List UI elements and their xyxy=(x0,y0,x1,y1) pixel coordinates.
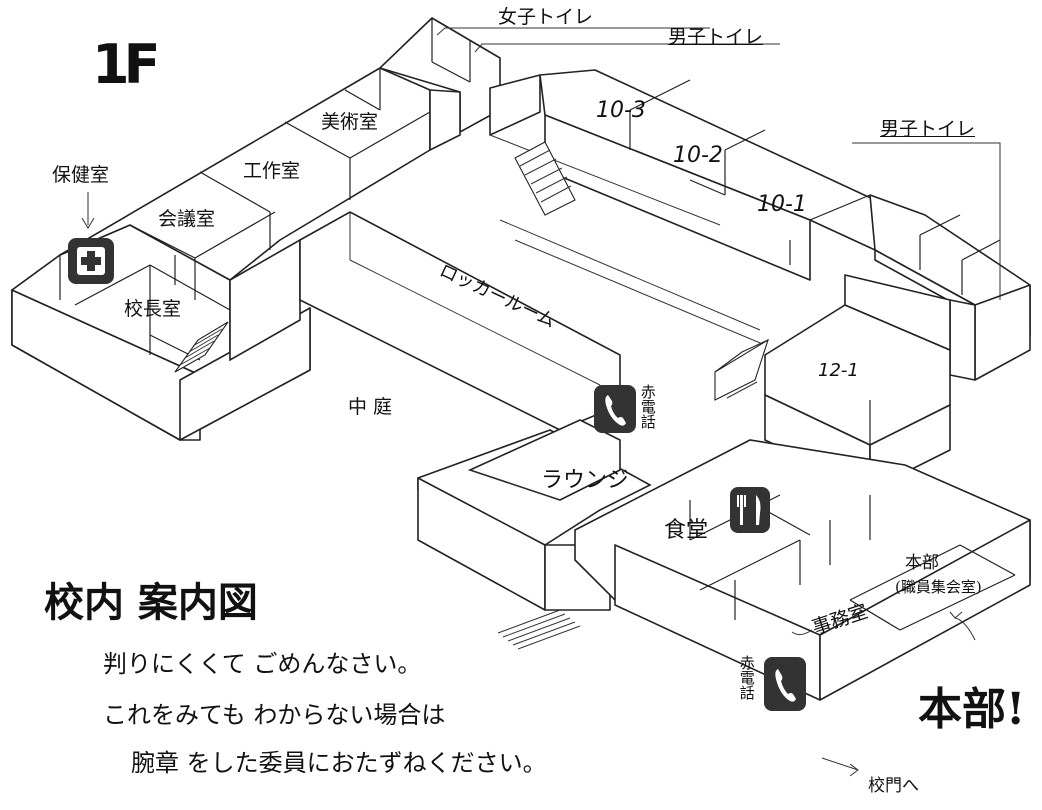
stairs-principal xyxy=(174,321,229,373)
stairs-right xyxy=(714,338,769,401)
label-honbu-sub: (職員集会室) xyxy=(895,578,982,596)
fork-knife-icon xyxy=(730,487,770,533)
apology-line-3: 腕章 をした委員におたずねください。 xyxy=(131,749,547,777)
label-10-3: 10-3 xyxy=(596,98,646,123)
label-10-1: 10-1 xyxy=(757,192,807,217)
label-lounge: ラウンジ xyxy=(541,468,630,493)
east-wing xyxy=(869,194,1031,381)
label-red-phone-center: 赤電話 xyxy=(638,384,657,429)
label-danshi-toilet-right: 男子トイレ xyxy=(880,118,976,140)
label-danshi-toilet-top: 男子トイレ xyxy=(668,26,764,48)
label-10-2: 10-2 xyxy=(673,143,723,168)
apology-line-1: 判りにくくて ごめんなさい。 xyxy=(103,650,422,678)
label-nakaniwa: 中 庭 xyxy=(348,396,393,418)
callout-lines xyxy=(81,27,1001,777)
floor-label: 1F xyxy=(92,33,161,96)
honbu-callout: 本部! xyxy=(918,684,1026,735)
first-aid-icon xyxy=(68,238,114,284)
telephone-icon xyxy=(594,385,636,433)
label-bijutsu: 美術室 xyxy=(321,111,379,133)
to-gate-label: 校門へ xyxy=(868,776,919,796)
lounge-block xyxy=(417,419,652,611)
telephone-icon xyxy=(764,657,806,711)
label-joshi-toilet: 女子トイレ xyxy=(498,6,594,28)
label-red-phone-office: 赤電話 xyxy=(737,655,756,700)
west-wing xyxy=(10,67,431,441)
stairs-center xyxy=(514,141,576,216)
label-kosaku: 工作室 xyxy=(243,160,301,182)
toilet-block xyxy=(379,17,541,151)
label-hoken: 保健室 xyxy=(52,164,110,186)
entry-stairs xyxy=(497,609,581,650)
map-title: 校内 案内図 xyxy=(44,579,258,626)
label-shokudo: 食堂 xyxy=(664,518,709,543)
label-kocho: 校長室 xyxy=(124,298,182,320)
apology-line-2: これをみても わからない場合は xyxy=(103,701,446,729)
north-wing xyxy=(539,69,876,281)
label-honbu-room: 本部 xyxy=(905,553,939,573)
label-12-1: 12-1 xyxy=(818,360,859,381)
label-kaigi: 会議室 xyxy=(158,208,216,230)
